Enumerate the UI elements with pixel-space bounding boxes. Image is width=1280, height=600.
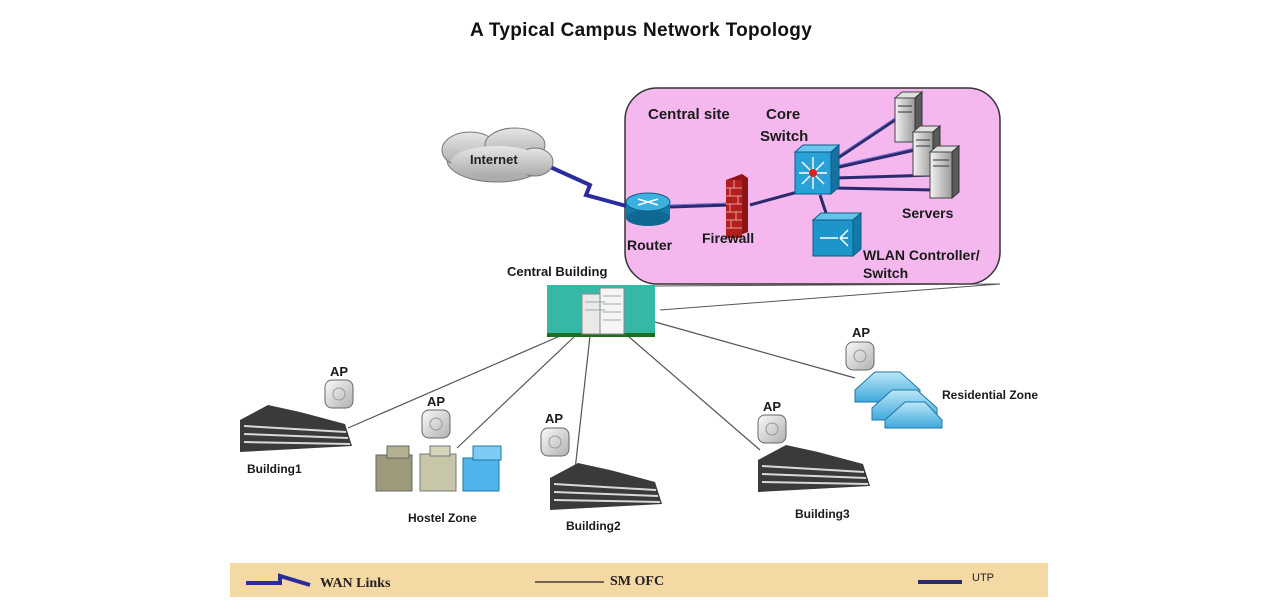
residential-zone-label: Residential Zone xyxy=(942,388,1039,402)
ap-label: AP xyxy=(330,364,349,379)
internet-label: Internet xyxy=(470,152,518,167)
wlan-controller-label-line2: Switch xyxy=(863,265,909,281)
core-switch-label-line1: Core xyxy=(766,106,801,123)
ap-icon xyxy=(540,427,570,457)
central-building-label: Central Building xyxy=(507,264,608,279)
ap-icon xyxy=(845,341,875,371)
diagram-title: A Typical Campus Network Topology xyxy=(470,20,813,41)
callout-tail xyxy=(654,283,1001,311)
hostel-zone-icon xyxy=(375,445,502,492)
building1-icon xyxy=(240,405,352,452)
ap-label: AP xyxy=(763,399,782,414)
central-building-icon xyxy=(547,285,655,337)
core-switch-label-line2: Switch xyxy=(760,128,809,145)
legend-wan-sample xyxy=(246,573,311,587)
building3-label: Building3 xyxy=(795,507,850,521)
servers-icon xyxy=(893,90,961,200)
smofc-links xyxy=(347,321,856,471)
residential-zone-icon xyxy=(854,371,943,429)
core-switch-icon xyxy=(793,143,841,196)
legend-wan-label: WAN Links xyxy=(320,576,391,591)
internet-cloud-icon xyxy=(441,127,554,183)
ap-label: AP xyxy=(852,325,871,340)
legend-smofc-label: SM OFC xyxy=(610,574,665,589)
wlan-controller-icon xyxy=(811,211,863,258)
ap-icon xyxy=(757,414,787,444)
legend-utp-label: UTP xyxy=(972,572,994,584)
wlan-controller-label-line1: WLAN Controller/ xyxy=(863,247,980,263)
firewall-icon xyxy=(726,174,748,238)
ap-label: AP xyxy=(427,394,446,409)
router-icon xyxy=(625,192,671,226)
wan-link-internet-router xyxy=(547,164,631,209)
firewall-label: Firewall xyxy=(702,230,755,246)
building2-label: Building2 xyxy=(566,519,621,533)
building3-icon xyxy=(758,445,870,492)
ap-icon xyxy=(421,409,451,439)
building1-label: Building1 xyxy=(247,462,302,476)
router-label: Router xyxy=(627,237,673,253)
building2-icon xyxy=(550,463,662,510)
ap-label: AP xyxy=(545,411,564,426)
central-site-label: Central site xyxy=(648,106,730,123)
hostel-zone-label: Hostel Zone xyxy=(408,511,477,525)
ap-icon xyxy=(324,379,354,409)
servers-label: Servers xyxy=(902,205,954,221)
